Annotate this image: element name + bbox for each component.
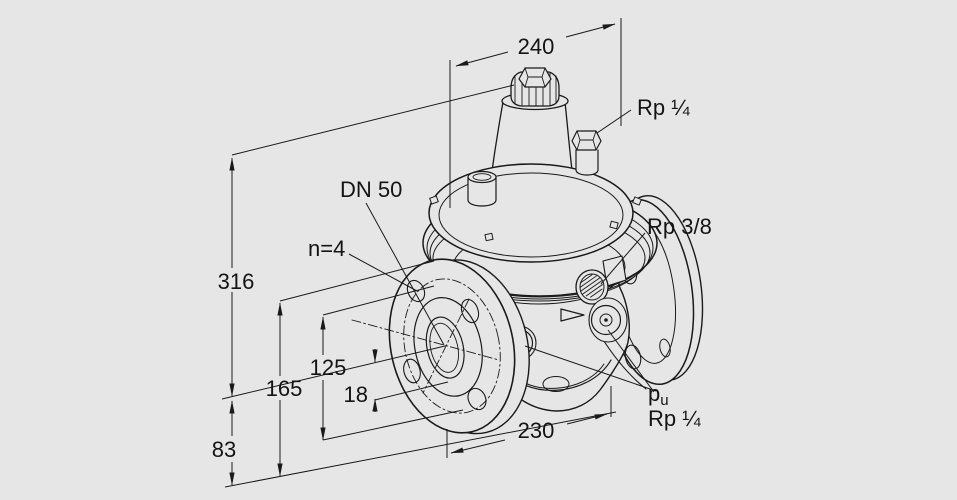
plug-hex [571, 130, 602, 151]
inlet-bolt-hole-4 [467, 387, 487, 411]
label-rp14-bottom: Rp ¼ [648, 406, 701, 431]
inlet-bore [425, 316, 465, 379]
outlet-hub-curve [601, 337, 647, 390]
pipe-axis-reference-line [221, 345, 446, 400]
breather-plug [571, 130, 602, 176]
plug-hex-facets [576, 130, 597, 151]
bolt-circle-centerline [403, 278, 501, 414]
inlet-bolt-hole-1 [406, 279, 426, 303]
plug-body [575, 149, 599, 176]
flow-direction-arrow [560, 308, 585, 322]
cover-bolt-4 [632, 196, 642, 206]
vent-boss [467, 170, 497, 207]
dim-83-label: 83 [212, 437, 236, 462]
leader-pu-lower [524, 345, 657, 392]
dimension-165 [277, 260, 435, 477]
dimension-240 [449, 18, 622, 208]
base-reference-line [224, 411, 617, 488]
inlet-raised-face [413, 297, 483, 397]
dim-125-label: 125 [310, 355, 347, 380]
outlet-bolt-hole-side [659, 338, 671, 358]
dome-inner [438, 172, 624, 258]
impulse-port-upper [588, 297, 628, 343]
cap-hex-facets [524, 67, 546, 88]
label-n4: n=4 [308, 236, 345, 261]
diaphragm-dome [428, 163, 634, 263]
label-dn50: DN 50 [340, 177, 402, 202]
dim-240-label: 240 [518, 34, 555, 59]
face-centerline-2 [422, 298, 470, 394]
threaded-boss [575, 269, 609, 305]
dome-outer [428, 163, 634, 263]
annotation-labels: 240 Rp ¼ DN 50 Rp 3/8 n=4 316 125 165 18… [212, 34, 712, 462]
cover-bolt-2 [484, 232, 494, 242]
label-rp14-top: Rp ¼ [637, 95, 690, 120]
side-port-threaded [575, 255, 627, 305]
outlet-bolt-hole-bottom [624, 344, 642, 370]
cover-bolt-1 [429, 195, 439, 205]
thread-hatching [579, 274, 603, 298]
inlet-bolt-hole-2 [460, 298, 480, 324]
dimension-lines [221, 18, 657, 488]
dim-316-label: 316 [218, 269, 255, 294]
dim-165-label: 165 [266, 376, 303, 401]
dimension-316 [229, 84, 515, 397]
leader-n4 [348, 253, 418, 292]
spring-tower-and-cap [490, 67, 574, 179]
dimension-18 [372, 349, 449, 412]
label-pu-main: p [648, 381, 660, 406]
dim-18-label: 18 [344, 382, 368, 407]
face-centerline-1 [351, 319, 500, 361]
leader-dn50 [365, 202, 445, 346]
leader-rp38 [600, 232, 646, 285]
cap-hex-top [518, 67, 552, 88]
label-pu-sub: u [660, 392, 668, 409]
dimension-230 [446, 386, 612, 458]
inlet-bore-inner [429, 322, 459, 373]
leader-pu-upper [607, 329, 655, 393]
drain-boss [542, 376, 570, 392]
leader-rp14-top [596, 109, 632, 134]
regulator-illustration [351, 67, 704, 435]
cover-bolt-3 [609, 220, 619, 230]
inlet-bolt-hole-3 [403, 358, 421, 384]
cover-bolts [429, 195, 642, 242]
leader-lines [348, 109, 657, 393]
dim-230-label: 230 [518, 418, 555, 443]
dimension-125 [320, 285, 464, 441]
label-rp38: Rp 3/8 [647, 214, 712, 239]
label-pu: pu [648, 381, 669, 409]
